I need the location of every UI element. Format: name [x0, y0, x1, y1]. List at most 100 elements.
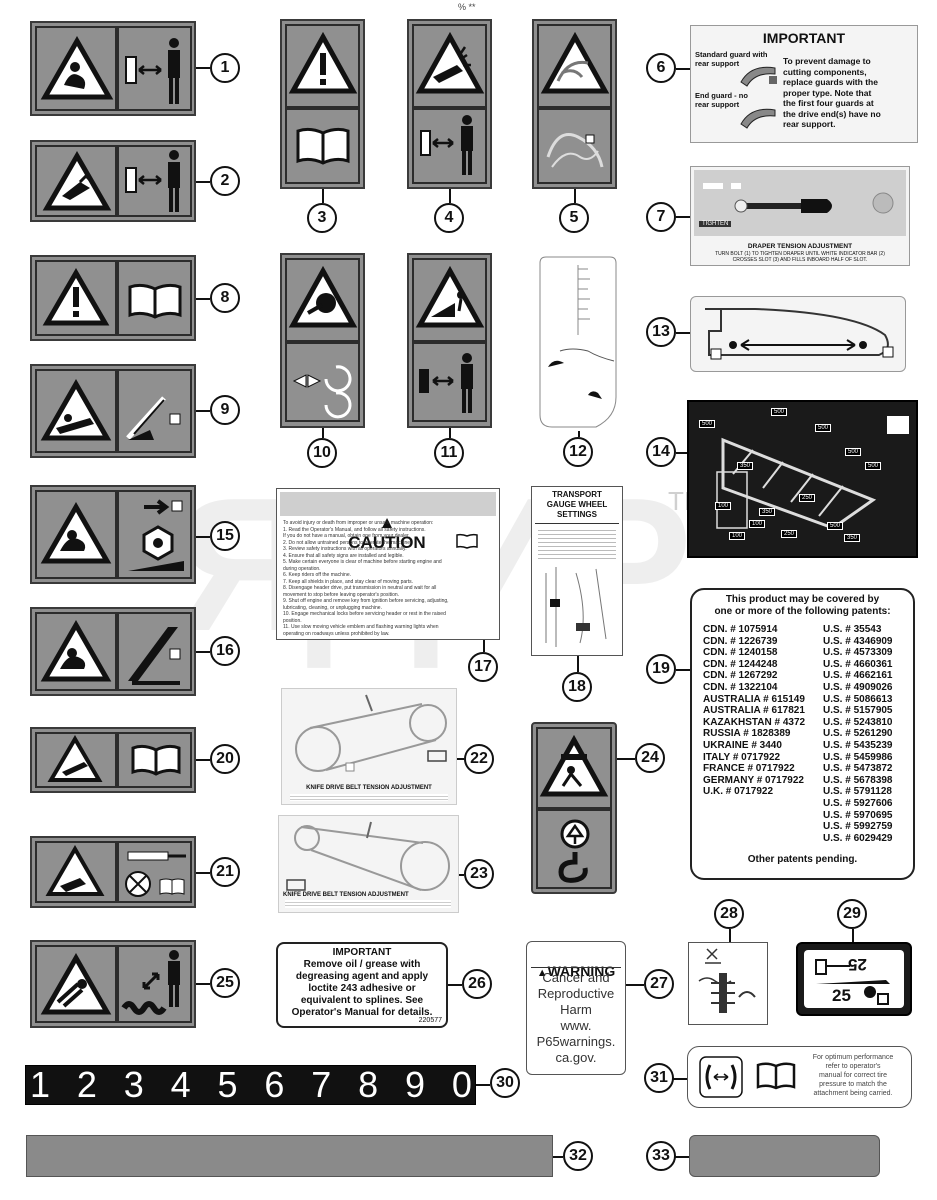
tire-pressure-icon — [699, 1056, 743, 1098]
patent-entry: CDN. # 1267292 — [703, 670, 778, 682]
callout-17: 17 — [468, 652, 498, 682]
decal-22: KNIFE DRIVE BELT TENSION ADJUSTMENT — [281, 688, 457, 805]
warning-triangle-icon — [288, 31, 358, 94]
patent-entry: GERMANY # 0717922 — [703, 774, 804, 786]
decal-26-title: IMPORTANT — [332, 947, 392, 958]
crushing-hazard-icon — [40, 501, 112, 564]
top-mark: % ** — [458, 2, 476, 12]
decal-29-bottom: 25 — [832, 986, 851, 1005]
caution-line: 2. Do not allow untrained persons to ope… — [283, 539, 412, 546]
patent-entry: U.S. # 6029429 — [823, 832, 893, 844]
decal-22-title: KNIFE DRIVE BELT TENSION ADJUSTMENT — [306, 785, 432, 791]
patent-entry: U.S. # 5261290 — [823, 728, 893, 740]
caution-line: If you do not have a manual, obtain one … — [283, 533, 410, 539]
digit: 3 — [123, 1064, 144, 1105]
decal-1 — [30, 21, 196, 116]
entanglement-hazard-icon — [42, 150, 112, 211]
callout-21: 21 — [210, 857, 240, 887]
decal-17: ▲ CAUTION To avoid injury or death from … — [276, 488, 500, 640]
caution-line: 10. Engage mechanical locks before servi… — [283, 611, 446, 617]
crushing-hazard-icon — [40, 378, 112, 441]
decal-26: IMPORTANT Remove oil / grease with degre… — [276, 942, 448, 1028]
patent-entry: U.S. # 5927606 — [823, 797, 893, 809]
safe-distance-icon — [419, 353, 473, 413]
decal-14: 500 500 500 500 500 500 350 350 350 100 … — [687, 400, 918, 558]
callout-7: 7 — [646, 202, 676, 232]
caution-line: position. — [283, 617, 302, 624]
callout-1: 1 — [210, 53, 240, 83]
gauge-wheel-setting-icon — [815, 959, 890, 1005]
reel-adjust-icon — [698, 948, 756, 1013]
decal-11 — [407, 253, 492, 428]
manual-book-icon — [128, 283, 182, 319]
callout-31: 31 — [644, 1063, 674, 1093]
decal-14-label-3: 500 — [815, 424, 832, 432]
decal-16 — [30, 607, 196, 696]
caution-label: CAUTION — [348, 533, 426, 552]
decal-23-title: KNIFE DRIVE BELT TENSION ADJUSTMENT — [283, 892, 409, 898]
safe-distance-icon — [420, 115, 473, 175]
decal-3 — [280, 19, 365, 189]
callout-9: 9 — [210, 395, 240, 425]
decal-29-top: 25 — [848, 955, 867, 974]
callout-23: 23 — [464, 859, 494, 889]
decal-14-label-2: 500 — [771, 408, 788, 416]
caution-line: operating on roadways unless prohibited … — [283, 630, 390, 637]
digit: 4 — [170, 1064, 191, 1105]
patent-entry: U.S. # 5086613 — [823, 693, 893, 705]
callout-3: 3 — [307, 203, 337, 233]
decal-14-label-5: 500 — [865, 462, 882, 470]
patent-entry: U.S. # 5678398 — [823, 774, 893, 786]
decal-31-body: For optimum performance refer to operato… — [812, 1054, 894, 1097]
warning-triangle-icon — [42, 268, 110, 326]
guard-end-icon — [740, 108, 776, 129]
tire-jack-icon — [125, 851, 186, 897]
patents-footer: Other patents pending. — [747, 854, 858, 865]
indicator-icon — [872, 192, 894, 214]
decal-14-label-10: 100 — [729, 532, 746, 540]
patents-right-column: U.S. # 35543 U.S. # 4346909 U.S. # 45733… — [823, 624, 893, 844]
auger-entanglement-icon — [288, 265, 358, 328]
manual-book-icon — [296, 127, 350, 165]
callout-30: 30 — [490, 1068, 520, 1098]
caution-line: during operation. — [283, 565, 321, 572]
thrown-objects-icon — [415, 31, 485, 94]
callout-18: 18 — [562, 672, 592, 702]
patent-entry: U.S. # 5435239 — [823, 739, 893, 751]
decal-4 — [407, 19, 492, 189]
caution-line: 8. Disengage header drive, put transmiss… — [283, 585, 437, 591]
patent-entry: ITALY # 0717922 — [703, 751, 781, 763]
callout-14: 14 — [646, 437, 676, 467]
falling-hazard-icon — [415, 265, 485, 328]
callout-26: 26 — [462, 969, 492, 999]
rotating-parts-icon — [292, 365, 352, 419]
decal-7-body: TURN BOLT (1) TO TIGHTEN DRAPER UNTIL WH… — [715, 251, 885, 263]
callout-33: 33 — [646, 1141, 676, 1171]
decal-6-title: IMPORTANT — [762, 30, 846, 46]
caution-line: 7. Keep all shields in place, and stay c… — [283, 578, 414, 585]
patent-entry: RUSSIA # 1828389 — [703, 728, 791, 740]
callout-19: 19 — [646, 654, 676, 684]
decal-7-tighten: TIGHTEN — [699, 221, 732, 227]
caution-line: lubricating, cleaning, or unplugging mac… — [283, 604, 382, 611]
decal-20 — [30, 727, 196, 793]
patent-entry: KAZAKHSTAN # 4372 — [703, 716, 806, 728]
decal-19: This product may be covered by one or mo… — [690, 588, 915, 880]
patent-entry: AUSTRALIA # 617821 — [703, 705, 805, 717]
patent-entry: U.S. # 35543 — [823, 624, 882, 635]
caution-line: movement to stop before leaving operator… — [283, 591, 400, 598]
lock-slot-icon — [705, 308, 894, 360]
caution-line: 5. Make certain everyone is clear of mac… — [283, 559, 442, 565]
decal-27-body: Cancer and Reproductive Harm www. P65war… — [536, 970, 616, 1065]
patent-entry: UKRAINE # 3440 — [703, 739, 782, 751]
decal-6-label-b: End guard - no rear support — [695, 91, 748, 109]
decal-14-label-12: 100 — [715, 502, 732, 510]
callout-8: 8 — [210, 283, 240, 313]
header-lock-icon — [126, 396, 181, 440]
decal-29: 25 25 — [796, 942, 912, 1016]
crushing-hazard-icon — [40, 619, 112, 682]
decal-26-body: Remove oil / grease with degreasing agen… — [291, 959, 433, 1018]
patent-entry: U.S. # 5459986 — [823, 751, 893, 763]
patent-entry: U.S. # 5157905 — [823, 705, 893, 717]
patent-entry: U.S. # 4346909 — [823, 635, 893, 647]
